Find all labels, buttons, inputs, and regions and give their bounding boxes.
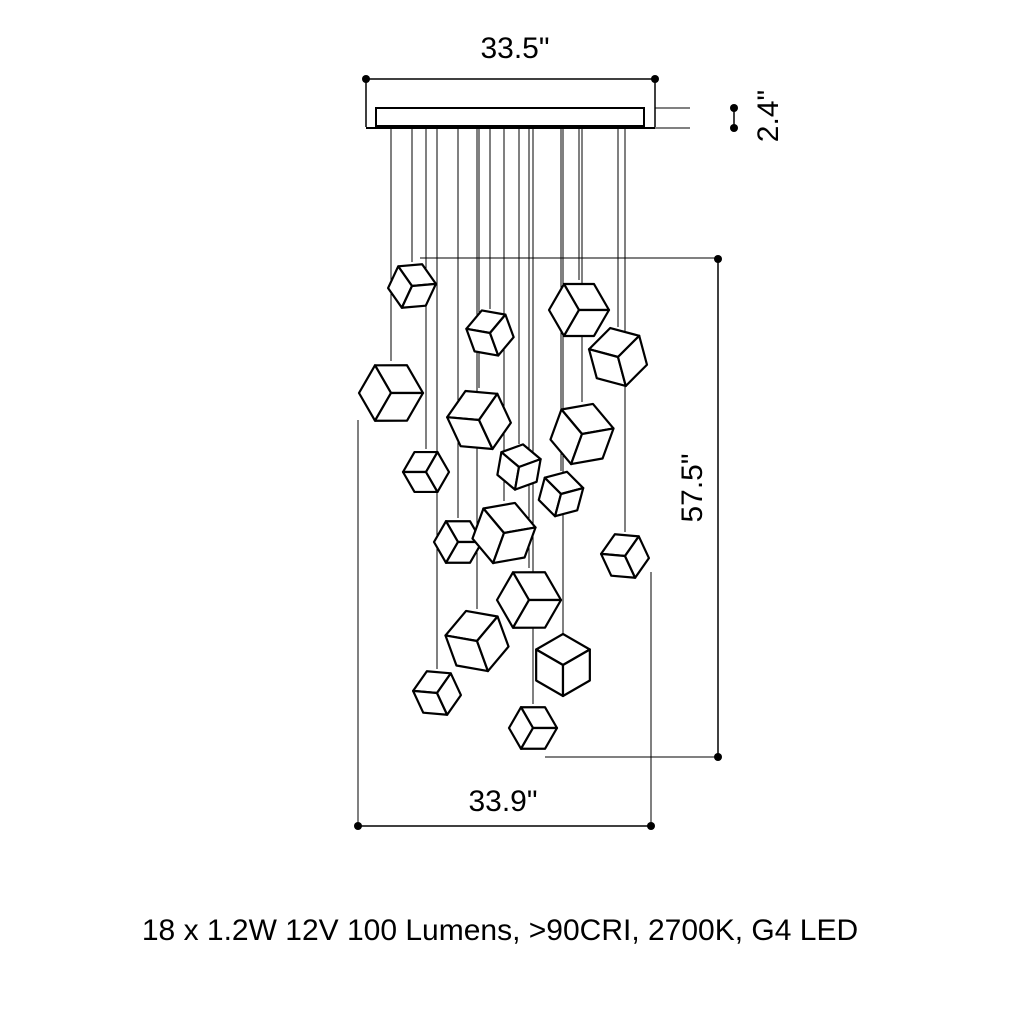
canopy (366, 107, 655, 129)
overall-width-label: 33.9" (468, 785, 537, 818)
pendant-cube-18 (507, 706, 559, 750)
pendant-cube-7 (549, 402, 615, 466)
pendant-cube-1 (386, 263, 438, 309)
drop-height-endpoint-bottom (714, 753, 722, 761)
pendant-cube-3 (547, 282, 611, 338)
pendant-cube-10 (537, 470, 585, 518)
canopy-width-endpoint-right (651, 75, 659, 83)
drop-height-label: 57.5" (676, 453, 709, 522)
canopy-width-label: 33.5" (480, 32, 549, 65)
canopy-height-label: 2.4" (752, 90, 785, 142)
pendant-cube-5 (357, 364, 425, 422)
pendant-cube-2 (465, 309, 515, 357)
pendant-cube-13 (599, 533, 651, 579)
pendant-cube-14 (495, 571, 563, 629)
overall-width-dimension (357, 420, 652, 827)
canopy-width-endpoint-left (362, 75, 370, 83)
pendant-cube-17 (411, 670, 463, 716)
canopy-height-endpoint-bottom (730, 124, 738, 132)
pendant-cube-6 (446, 389, 512, 451)
pendant-cube-9 (401, 450, 451, 494)
overall-width-endpoint-right (647, 822, 655, 830)
canopy-height-dimension (655, 107, 735, 129)
canopy-height-endpoint-top (730, 104, 738, 112)
overall-width-endpoint-left (354, 822, 362, 830)
drop-height-endpoint-top (714, 255, 722, 263)
pendant-cube-16 (535, 632, 591, 698)
spec-line: 18 x 1.2W 12V 100 Lumens, >90CRI, 2700K,… (141, 914, 859, 947)
pendant-cube-8 (496, 443, 542, 491)
pendant-cubes (357, 263, 651, 750)
pendant-cube-12 (471, 501, 537, 565)
drop-height-dimension (420, 257, 719, 758)
canopy-width-dimension (365, 78, 656, 127)
pendant-cube-15 (444, 609, 510, 673)
pendant-cube-4 (587, 326, 649, 388)
